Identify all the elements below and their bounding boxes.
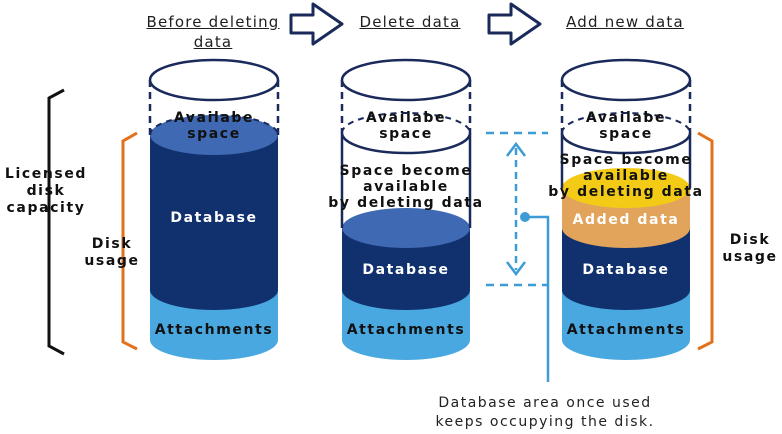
space-available-label: Space become available by deleting data xyxy=(328,163,484,211)
attachments-label: Attachments xyxy=(154,322,274,338)
step-arrow-1 xyxy=(289,2,344,46)
callout-leader xyxy=(520,212,550,382)
step-before-label: Before deleting data xyxy=(146,13,280,51)
cylinder-before xyxy=(148,58,280,360)
attachments-label: Attachments xyxy=(346,322,466,338)
added-data-label: Added data xyxy=(572,212,680,228)
available-space-label: Availabe space xyxy=(173,110,255,142)
licensed-capacity-bracket xyxy=(47,88,65,356)
available-space-label: Availabe space xyxy=(365,110,447,142)
step-arrow-2 xyxy=(487,2,542,46)
cylinder-delete xyxy=(340,58,472,360)
arrow-down-icon xyxy=(506,261,526,277)
disk-usage-label-right: Disk usage xyxy=(722,232,778,265)
attachments-label: Attachments xyxy=(566,322,686,338)
disk-usage-bracket-left xyxy=(121,131,138,351)
disk-usage-bracket-right xyxy=(697,131,714,351)
licensed-capacity-label: Licensed disk capacity xyxy=(4,166,88,216)
database-note: Database area once used keeps occupying … xyxy=(435,395,655,430)
available-space-label: Availabe space xyxy=(585,110,667,142)
step-delete-label: Delete data xyxy=(359,13,461,31)
space-indicator xyxy=(486,131,548,287)
cylinder-add xyxy=(560,58,692,360)
space-available-label: Space become available by deleting data xyxy=(548,152,704,200)
database-label: Database xyxy=(170,210,258,226)
database-label: Database xyxy=(582,262,670,278)
step-add-label: Add new data xyxy=(566,13,684,31)
database-label: Database xyxy=(362,262,450,278)
arrow-up-icon xyxy=(506,141,526,157)
disk-usage-label-left: Disk usage xyxy=(84,236,140,269)
